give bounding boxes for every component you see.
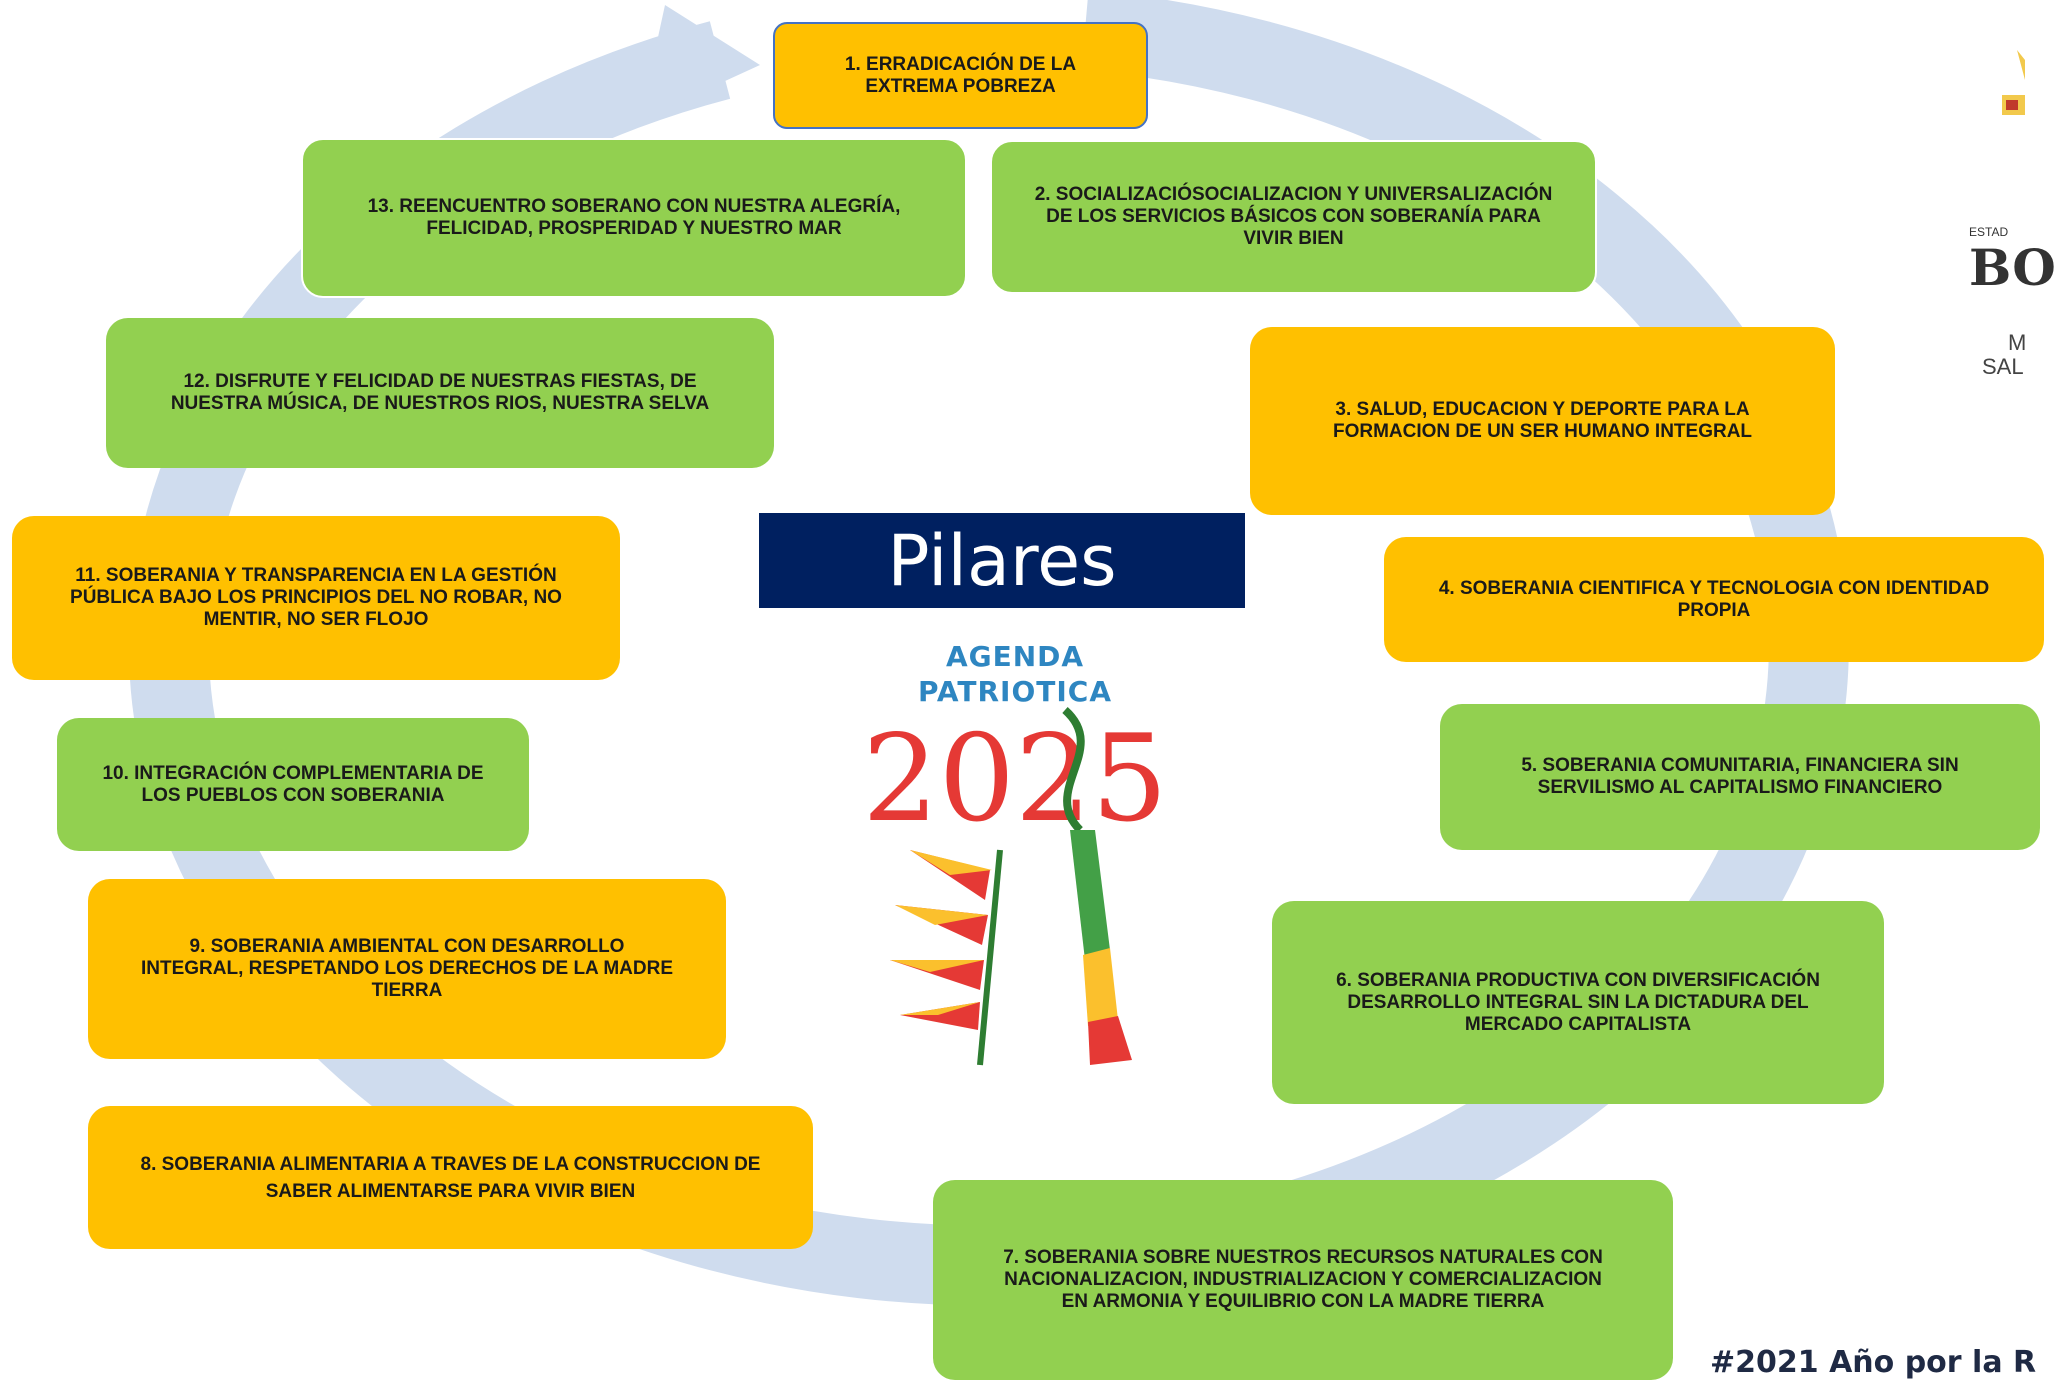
pillar-6: 6. SOBERANIA PRODUCTIVA CON DIVERSIFICAC… (1272, 901, 1884, 1104)
pillar-8-line: SABER ALIMENTARSE PARA VIVIR BIEN (265, 1180, 636, 1202)
pillar-10-line: 10. INTEGRACIÓN COMPLEMENTARIA DE (102, 762, 484, 784)
pillar-7-line: EN ARMONIA Y EQUILIBRIO CON LA MADRE TIE… (1061, 1291, 1545, 1312)
pillar-11-line: PÚBLICA BAJO LOS PRINCIPIOS DEL NO ROBAR… (70, 587, 562, 608)
pillar-8: 8. SOBERANIA ALIMENTARIA A TRAVES DE LA … (88, 1106, 813, 1249)
heliconia-flower-icon (890, 707, 1132, 1066)
pillar-4-line: 4. SOBERANIA CIENTIFICA Y TECNOLOGIA CON… (1438, 577, 1990, 599)
pillar-11: 11. SOBERANIA Y TRANSPARENCIA EN LA GEST… (12, 516, 620, 680)
logo-text-agenda: AGENDA (945, 640, 1085, 673)
pillar-13: 13. REENCUENTRO SOBERANO CON NUESTRA ALE… (301, 138, 967, 298)
pillar-12-line: 12. DISFRUTE Y FELICIDAD DE NUESTRAS FIE… (183, 371, 697, 392)
pillar-13-line: FELICIDAD, PROSPERIDAD Y NUESTRO MAR (426, 218, 842, 239)
pillar-9-line: INTEGRAL, RESPETANDO LOS DERECHOS DE LA … (140, 958, 674, 979)
ministry-line-1: M (2008, 330, 2027, 355)
pillar-6-line: MERCADO CAPITALISTA (1464, 1013, 1692, 1035)
pillar-5: 5. SOBERANIA COMUNITARIA, FINANCIERA SIN… (1440, 704, 2040, 850)
estado-label: ESTAD (1969, 225, 2009, 239)
pillar-9-line: TIERRA (371, 980, 443, 1001)
bolivia-wordmark: BO (1969, 238, 2056, 297)
ministry-line-2: SAL (1982, 354, 2024, 379)
pillar-11-line: 11. SOBERANIA Y TRANSPARENCIA EN LA GEST… (75, 565, 557, 586)
pillar-13-line: 13. REENCUENTRO SOBERANO CON NUESTRA ALE… (367, 196, 901, 217)
agenda-patriotica-logo: AGENDA PATRIOTICA 2025 (850, 630, 1180, 1070)
pillar-1-line: EXTREMA POBREZA (865, 75, 1056, 97)
pillar-4-line: PROPIA (1677, 599, 1751, 621)
pillar-12: 12. DISFRUTE Y FELICIDAD DE NUESTRAS FIE… (106, 318, 774, 468)
pillar-11-line: MENTIR, NO SER FLOJO (203, 609, 429, 630)
pillar-2: 2. SOCIALIZACIÓSOCIALIZACION Y UNIVERSAL… (990, 140, 1597, 294)
pillar-10-line: LOS PUEBLOS CON SOBERANIA (141, 784, 445, 806)
logo-year: 2025 (862, 710, 1168, 849)
pillar-2-line: VIVIR BIEN (1243, 228, 1344, 249)
pillar-7-line: 7. SOBERANIA SOBRE NUESTROS RECURSOS NAT… (1003, 1247, 1603, 1268)
pillar-2-line: DE LOS SERVICIOS BÁSICOS CON SOBERANÍA P… (1046, 206, 1541, 227)
pillar-5-line: 5. SOBERANIA COMUNITARIA, FINANCIERA SIN (1521, 755, 1959, 776)
pillar-6-line: 6. SOBERANIA PRODUCTIVA CON DIVERSIFICAC… (1336, 969, 1820, 991)
pillar-3-line: FORMACION DE UN SER HUMANO INTEGRAL (1332, 421, 1753, 442)
pillar-5-line: SERVILISMO AL CAPITALISMO FINANCIERO (1537, 777, 1943, 798)
pillar-7-line: NACIONALIZACION, INDUSTRIALIZACION Y COM… (1004, 1269, 1602, 1290)
pillar-6-line: DESARROLLO INTEGRAL SIN LA DICTADURA DEL (1347, 991, 1809, 1013)
pillar-1-line: 1. ERRADICACIÓN DE LA (844, 53, 1077, 75)
ring-arrowhead (640, 5, 760, 120)
footer-hashtag: #2021 Año por la R (1710, 1345, 2037, 1380)
pillar-4: 4. SOBERANIA CIENTIFICA Y TECNOLOGIA CON… (1384, 537, 2044, 662)
logo-text-patriotica: PATRIOTICA (917, 675, 1113, 708)
pilares-title: Pilares (759, 513, 1245, 608)
pillar-9-line: 9. SOBERANIA AMBIENTAL CON DESARROLLO (189, 936, 625, 957)
pillar-7: 7. SOBERANIA SOBRE NUESTROS RECURSOS NAT… (933, 1180, 1673, 1380)
pillar-3-line: 3. SALUD, EDUCACION Y DEPORTE PARA LA (1335, 399, 1750, 420)
pillar-12-line: NUESTRA MÚSICA, DE NUESTROS RIOS, NUESTR… (170, 393, 710, 414)
pillar-2-line: 2. SOCIALIZACIÓSOCIALIZACION Y UNIVERSAL… (1034, 184, 1553, 205)
pillar-8-line: 8. SOBERANIA ALIMENTARIA A TRAVES DE LA … (140, 1153, 761, 1175)
coat-of-arms-icon (2002, 50, 2025, 115)
